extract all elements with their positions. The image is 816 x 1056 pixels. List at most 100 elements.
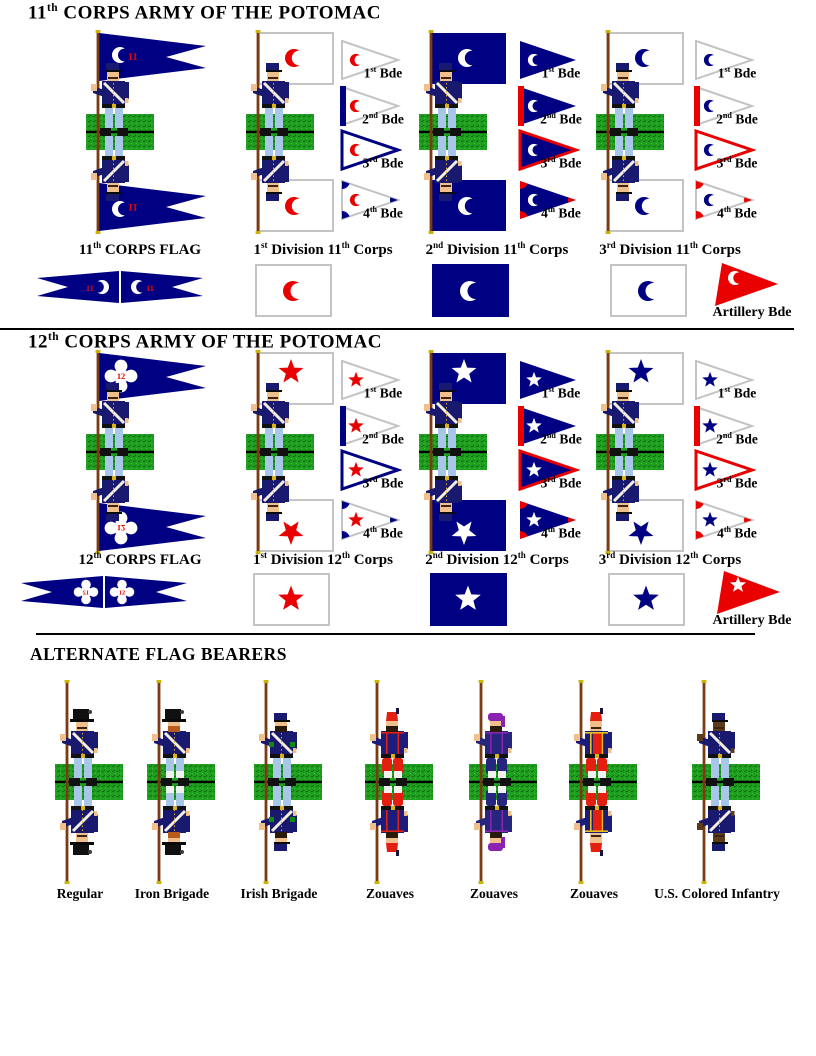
division-flag-bearer xyxy=(361,30,551,234)
brigade-label: 1st Bde xyxy=(717,65,757,81)
brigade-pennant xyxy=(694,448,756,492)
division-flat-flag-slot xyxy=(608,573,686,627)
bearer-caption: Zouaves xyxy=(469,886,518,901)
brigade-pennant-slot xyxy=(692,128,756,172)
brigade-pennant-slot xyxy=(338,38,402,82)
svg-text:11: 11 xyxy=(128,52,137,63)
brigade-pennant xyxy=(695,39,756,81)
brigade-pennant xyxy=(694,128,756,172)
brigade-label: 4th Bde xyxy=(717,525,757,541)
alternate-bearer-graphic xyxy=(569,680,637,884)
brigade-pennant xyxy=(340,448,402,492)
brigade-pennant xyxy=(694,85,756,127)
division-bearer-graphic xyxy=(246,30,334,234)
flag-pole xyxy=(428,30,434,234)
brigade-pennant xyxy=(341,359,402,401)
flag-pole xyxy=(64,680,70,884)
brigade-pennant-slot xyxy=(338,358,402,402)
alternate-flag-bearer xyxy=(196,680,386,884)
soldier-figure xyxy=(259,782,297,851)
flag-pole xyxy=(95,350,101,554)
flag-caption: 1st Division 11th Corps xyxy=(253,240,393,258)
flag-pole xyxy=(605,350,611,554)
bearer-caption: U.S. Colored Infantry xyxy=(654,886,780,901)
brigade-label: 2nd Bde xyxy=(540,111,582,127)
brigade-pennant-slot xyxy=(692,498,756,542)
division-bearer-graphic xyxy=(596,30,684,234)
artillery-label: Artillery Bde xyxy=(712,305,792,320)
brigade-label: 1st Bde xyxy=(541,385,581,401)
soldier-figure xyxy=(251,452,289,521)
brigade-pennant xyxy=(518,128,580,172)
brigade-pennant xyxy=(518,86,576,126)
brigade-pennant-slot xyxy=(692,84,756,128)
brigade-pennant-slot xyxy=(338,84,402,128)
division-flat-flag-slot xyxy=(610,264,688,318)
brigade-pennant xyxy=(341,499,402,541)
brigade-pennant-slot xyxy=(516,178,580,222)
alternate-bearer-graphic xyxy=(469,680,537,884)
alternate-bearer-graphic xyxy=(55,680,123,884)
alternate-bearer-graphic xyxy=(254,680,322,884)
soldier-figure xyxy=(474,782,512,851)
soldier-figure xyxy=(91,383,129,452)
svg-text:12: 12 xyxy=(119,589,125,596)
soldier-figure xyxy=(697,713,735,782)
brigade-label: 3rd Bde xyxy=(362,475,404,491)
soldier-figure xyxy=(91,132,129,201)
brigade-label: 3rd Bde xyxy=(540,155,582,171)
flag-caption: 2nd Division 11th Corps xyxy=(425,240,569,258)
brigade-pennant-slot xyxy=(338,448,402,492)
flag-caption: 2nd Division 12th Corps xyxy=(425,550,569,568)
soldier-figure xyxy=(574,708,612,782)
flag-caption: 3rd Division 12th Corps xyxy=(598,550,742,568)
brigade-pennant xyxy=(695,499,756,541)
corps-bearer-graphic: 11 11 xyxy=(86,30,206,234)
division-flat-flag xyxy=(610,264,687,317)
brigade-label: 1st Bde xyxy=(717,385,757,401)
soldier-figure xyxy=(91,452,129,521)
artillery-label: Artillery Bde xyxy=(712,613,792,628)
brigade-pennant xyxy=(518,406,576,446)
division-flag xyxy=(432,353,506,404)
alternate-bearer-graphic xyxy=(147,680,215,884)
soldier-figure xyxy=(424,383,462,452)
brigade-label: 1st Bde xyxy=(363,385,403,401)
division-flat-flag xyxy=(608,573,685,626)
brigade-label: 2nd Bde xyxy=(362,431,404,447)
flag-pole xyxy=(95,30,101,234)
flag-caption: 12th CORPS FLAG xyxy=(78,550,202,568)
division-flat-flag-slot xyxy=(432,264,510,318)
brigade-pennant-slot xyxy=(516,38,580,82)
bearer-caption: Regular xyxy=(56,886,104,901)
division-flat-flag xyxy=(432,264,509,317)
flag-pole xyxy=(428,350,434,554)
alternate-flag-bearer xyxy=(307,680,497,884)
brigade-label: 1st Bde xyxy=(541,65,581,81)
artillery-pennant-slot xyxy=(714,262,780,308)
brigade-label: 4th Bde xyxy=(363,205,403,221)
svg-text:11: 11 xyxy=(128,201,137,212)
brigade-pennant xyxy=(520,181,576,219)
brigade-pennant-slot xyxy=(516,448,580,492)
corps-swallowtail-flag: 12 xyxy=(99,353,206,401)
brigade-pennant-slot xyxy=(516,128,580,172)
soldier-figure xyxy=(251,63,289,132)
brigade-pennant xyxy=(340,128,402,172)
brigade-pennant xyxy=(340,85,402,127)
alternate-bearer-graphic xyxy=(365,680,433,884)
brigade-label: 2nd Bde xyxy=(540,431,582,447)
flag-pole xyxy=(255,350,261,554)
corps-flag-bearer: 11 11 xyxy=(28,30,218,234)
division-flat-flag xyxy=(255,264,332,317)
soldier-figure xyxy=(370,782,408,856)
flag-caption: 11th CORPS FLAG xyxy=(78,240,202,258)
brigade-label: 2nd Bde xyxy=(716,111,758,127)
svg-text:11: 11 xyxy=(146,283,154,293)
division-bearer-graphic xyxy=(596,350,684,554)
alternate-flag-bearer xyxy=(634,680,816,884)
